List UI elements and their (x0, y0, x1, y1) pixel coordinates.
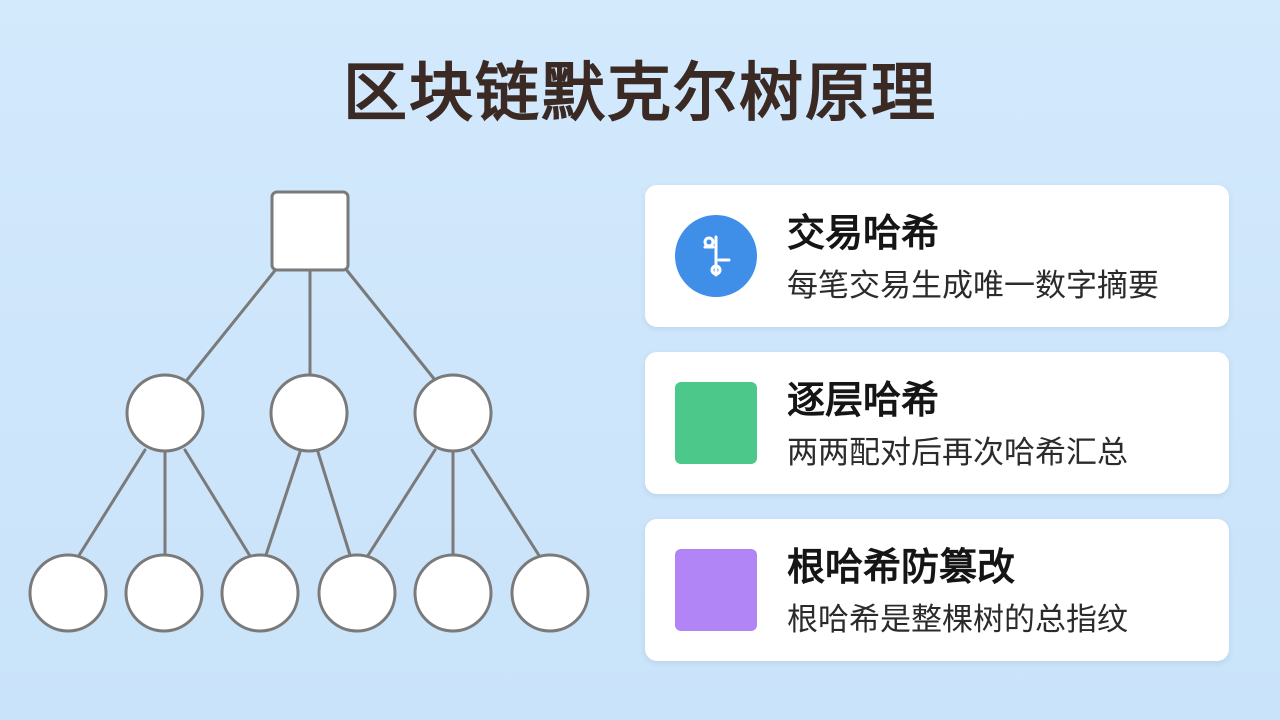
card-description: 每笔交易生成唯一数字摘要 (787, 268, 1159, 304)
hash-node-glyph (703, 235, 731, 277)
card-description: 根哈希是整棵树的总指纹 (787, 602, 1128, 638)
info-card-layered-hash: 逐层哈希 两两配对后再次哈希汇总 (645, 352, 1229, 494)
edge-n3-l6 (470, 448, 542, 559)
purple-square-icon (675, 549, 757, 631)
card-title: 交易哈希 (787, 211, 940, 255)
merkle-tree-diagram (28, 190, 590, 633)
card-title: 逐层哈希 (787, 378, 940, 422)
card-description: 两两配对后再次哈希汇总 (787, 435, 1128, 471)
leaf-node-6 (510, 553, 590, 633)
intermediate-node-1 (125, 373, 205, 453)
intermediate-node-3 (413, 373, 493, 453)
page-title: 区块链默克尔树原理 (343, 57, 937, 131)
leaf-node-3 (220, 553, 300, 633)
info-card-root-hash: 根哈希防篡改 根哈希是整棵树的总指纹 (645, 519, 1229, 661)
edge-n1-l3 (183, 448, 252, 558)
tree-edges (76, 266, 542, 559)
intermediate-node-2 (269, 373, 349, 453)
edge-n1-l1 (76, 448, 147, 559)
hash-node-icon (675, 215, 757, 297)
edge-n3-l4 (365, 448, 437, 559)
edge-root-n1 (185, 266, 279, 382)
info-card-transaction-hash: 交易哈希 每笔交易生成唯一数字摘要 (645, 185, 1229, 327)
card-title: 根哈希防篡改 (787, 545, 1016, 589)
green-square-icon (675, 382, 757, 464)
leaf-node-5 (413, 553, 493, 633)
leaf-node-2 (124, 553, 204, 633)
leaf-node-1 (28, 553, 108, 633)
root-hash-node (270, 190, 350, 272)
edge-n2-l3 (264, 450, 302, 557)
leaf-node-4 (317, 553, 397, 633)
edge-root-n3 (343, 266, 437, 382)
edge-n2-l4 (316, 450, 352, 557)
